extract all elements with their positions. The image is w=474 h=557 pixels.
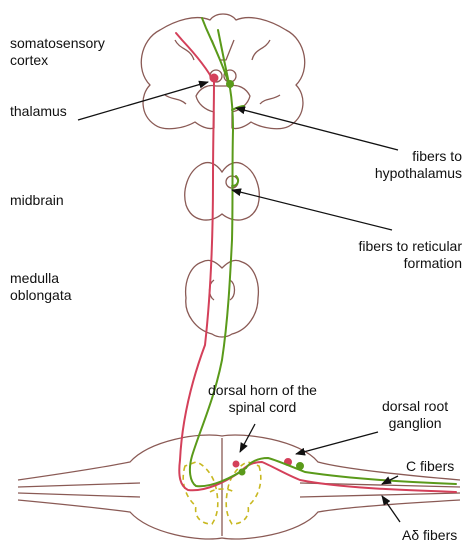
arrow-fibers-to-reticular [231, 188, 393, 231]
brain-outline [140, 13, 306, 130]
brain-sulcus [164, 94, 187, 105]
arrow-thalamus [77, 80, 209, 121]
gray-matter [182, 461, 262, 525]
label-fibers-to-hypothalamus: fibers to hypothalamus [374, 148, 462, 181]
label-dorsal-horn: dorsal horn of the spinal cord [208, 382, 317, 415]
brain-sulcus [251, 39, 271, 61]
label-c-fibers: C fibers [406, 458, 455, 474]
arrow-fibers-to-hypothalamus [235, 106, 399, 151]
label-medulla-oblongata: medulla oblongata [10, 270, 72, 303]
brain-sulcus [174, 39, 195, 61]
green-pathway [188, 17, 457, 488]
medulla-section [184, 259, 260, 338]
annotation-arrows [77, 80, 401, 523]
midbrain-section [184, 161, 260, 221]
arrow-c-fibers [381, 475, 399, 485]
red-pathway [175, 32, 457, 493]
brain-section [140, 13, 306, 130]
label-fibers-to-reticular-formation: fibers to reticular formation [358, 238, 462, 271]
arrow-dorsal-root-ganglion [295, 431, 379, 456]
arrow-dorsal-horn [239, 423, 256, 453]
arrow-a-delta-fibers [381, 495, 401, 523]
label-dorsal-root-ganglion: dorsal root ganglion [382, 398, 449, 431]
spinal-cord-section [17, 434, 461, 540]
brain-sulcus [259, 94, 281, 105]
label-thalamus: thalamus [10, 103, 67, 119]
label-midbrain: midbrain [10, 192, 64, 208]
label-a-delta-fibers: Aδ fibers [402, 527, 458, 543]
label-somatosensory-cortex: somatosensory cortex [10, 35, 105, 68]
